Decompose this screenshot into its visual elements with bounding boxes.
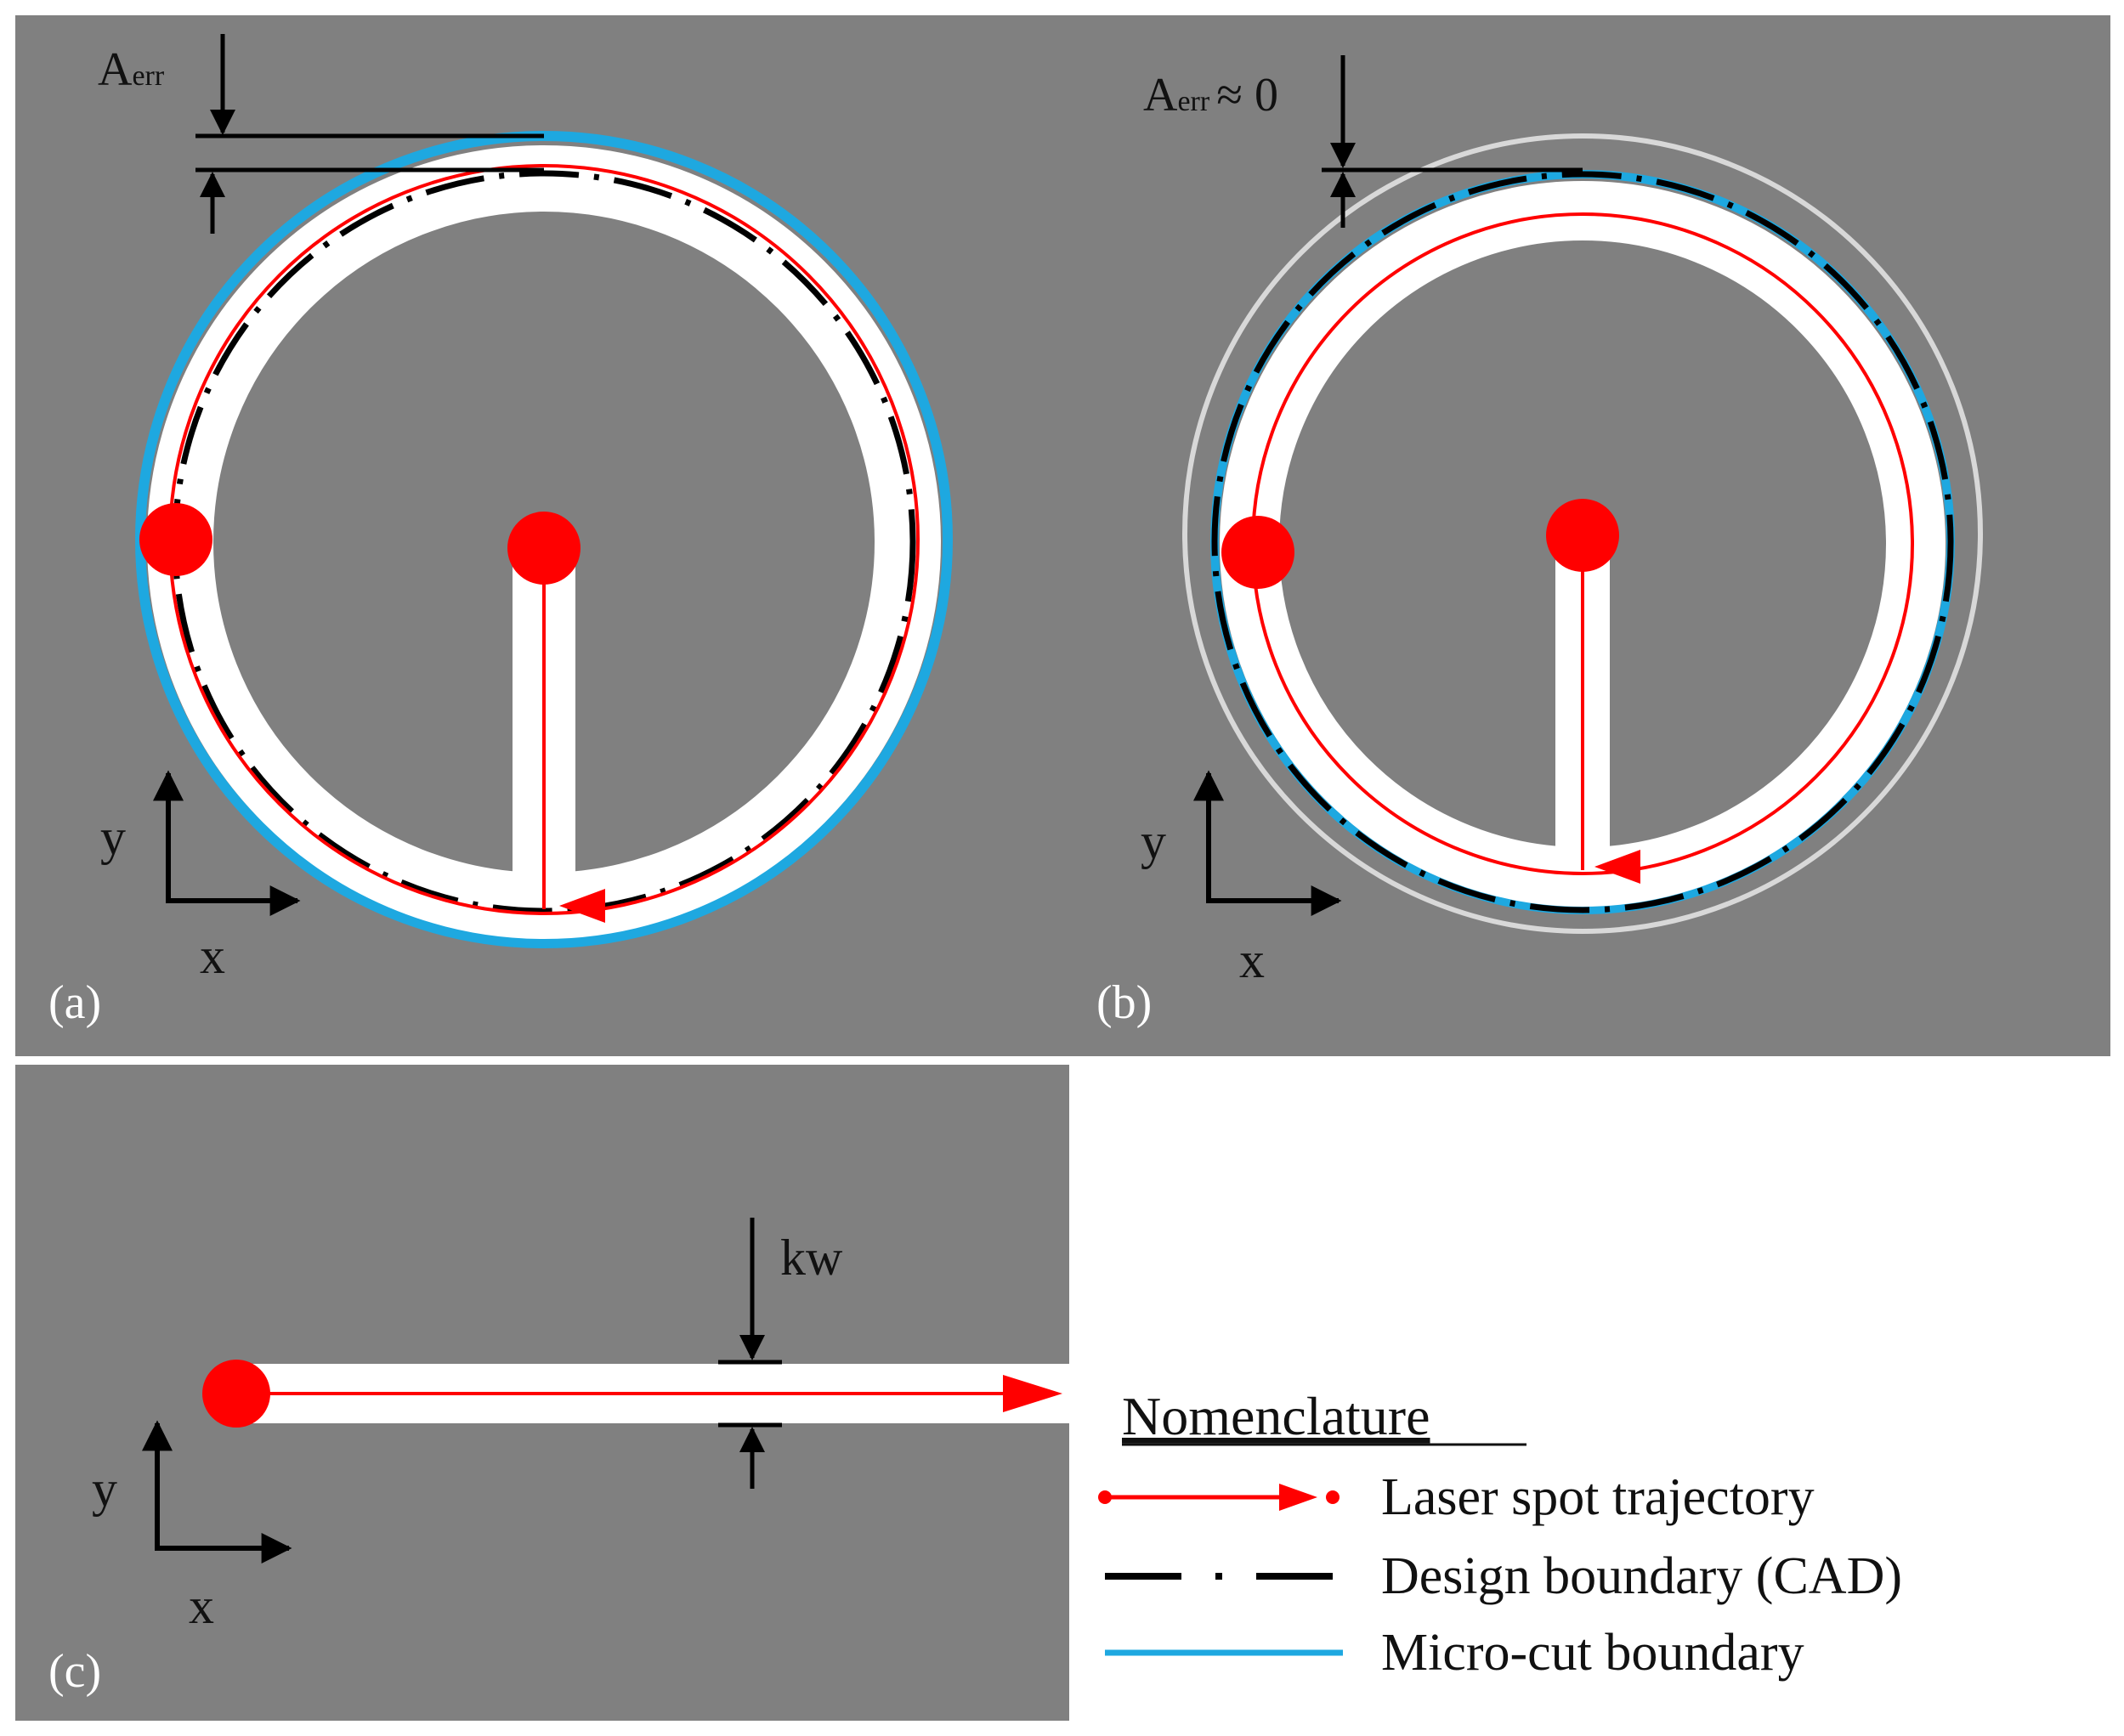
panel-b-original-boundary-ghost (1182, 133, 1983, 934)
panel-a-laser-spot-center (507, 512, 581, 585)
panel-a-axes: y x (100, 770, 301, 984)
panel-b-label: (b) (1096, 976, 1152, 1029)
panel-b-x-label: x (1239, 932, 1265, 988)
panel-a: Aerr y x (a) (15, 15, 1062, 1056)
panel-a-label: (a) (48, 976, 101, 1029)
panel-c-axes: y x (92, 1420, 292, 1634)
panel-c-trajectory-arrow (1003, 1375, 1062, 1412)
panel-b-laser-spot-center (1546, 499, 1619, 572)
panel-b-error-label: Aerr≈ 0 (1143, 69, 1278, 122)
legend-label-microcut: Micro-cut boundary (1381, 1624, 1804, 1682)
legend-title: Nomenclature (1122, 1386, 1430, 1446)
legend-label-laser: Laser spot trajectory (1381, 1468, 1815, 1526)
panel-a-y-label: y (100, 809, 126, 865)
panel-b-laser-spot-edge (1221, 516, 1294, 589)
panel-a-error-subscript: err (132, 60, 164, 92)
panel-a-x-label: x (200, 928, 225, 984)
panel-b-axes: y x (1141, 770, 1342, 988)
panel-c: kw y x (c) (15, 1065, 1069, 1721)
panel-b-y-label: y (1141, 813, 1166, 869)
panel-b-trajectory-arrow (1594, 850, 1640, 884)
panel-b-error-prefix: A (1143, 69, 1178, 122)
panel-b: Aerr≈ 0 y x (b) (1062, 15, 2110, 1056)
panel-b-design-boundary (1211, 171, 1954, 913)
panel-b-error-subscript: err (1177, 86, 1209, 117)
panel-a-laser-spot-edge (139, 503, 212, 576)
legend-label-design: Design boundary (CAD) (1381, 1547, 1902, 1605)
panel-a-error-label: Aerr (98, 43, 165, 96)
panel-b-error-suffix: ≈ 0 (1216, 69, 1278, 122)
panel-c-y-label: y (92, 1461, 117, 1517)
panel-c-laser-spot (202, 1360, 270, 1428)
panel-c-kw-label: kw (780, 1230, 843, 1286)
panel-c-x-label: x (189, 1578, 214, 1634)
panel-a-error-prefix: A (98, 43, 133, 96)
legend-swatch-laser (1098, 1484, 1340, 1511)
panel-a-trajectory-arrow (559, 889, 605, 923)
legend: Nomenclature Laser spot trajectory Desig… (1098, 1386, 1902, 1682)
panel-c-label: (c) (48, 1645, 101, 1698)
